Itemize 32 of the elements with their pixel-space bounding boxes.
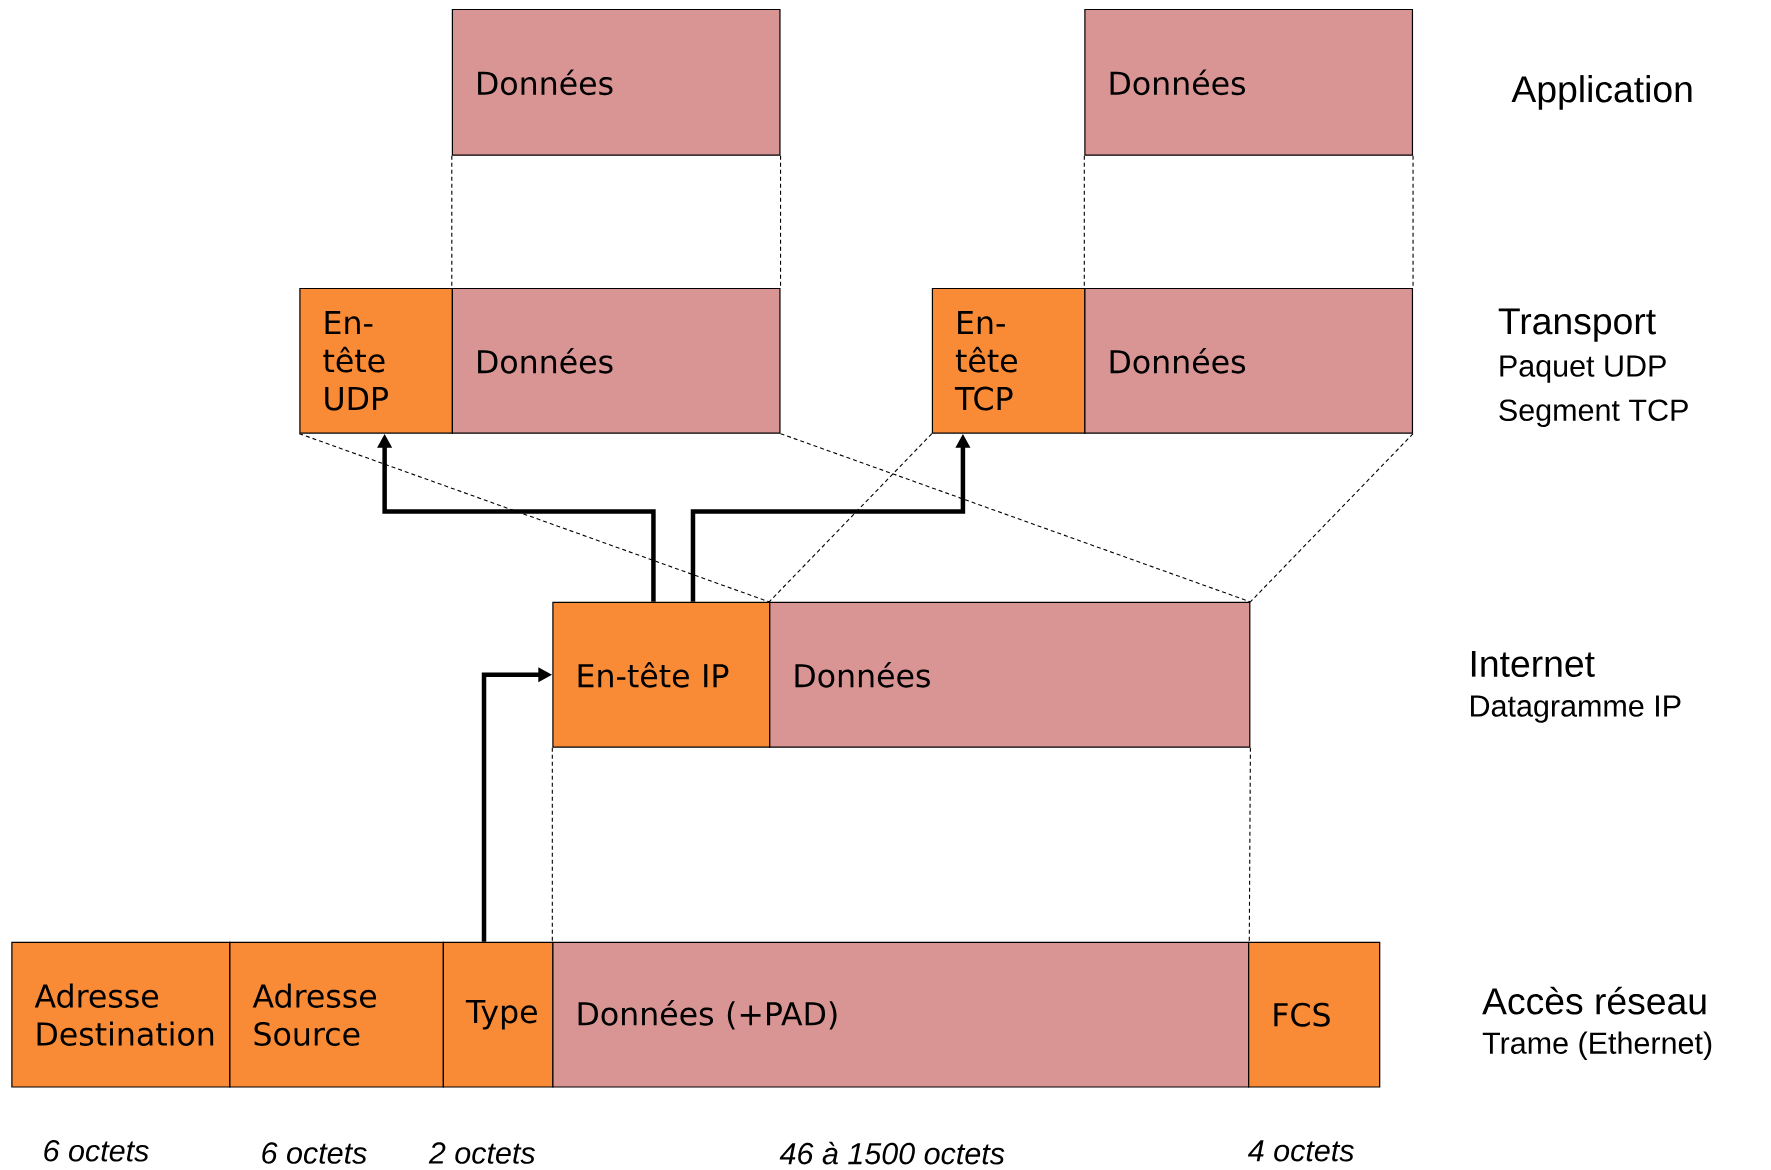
header-field-box: Adresse Destination: [11, 941, 231, 1088]
field-size-label: 4 octets: [1247, 1140, 1354, 1162]
projection-line: [780, 433, 1251, 603]
layer-subtitle: Paquet UDP: [1500, 355, 1666, 383]
layer-subtitle: Datagramme IP: [1471, 695, 1681, 723]
data-field-box: Données: [769, 601, 1251, 748]
layer-name: Transport: [1498, 308, 1656, 342]
field-size-label: 2 octets: [428, 1142, 536, 1164]
field-size-label: 46 à 1500 octets: [779, 1141, 1005, 1165]
header-field-box: En-tête TCP: [931, 287, 1086, 434]
layer-name: Application: [1511, 75, 1692, 110]
layer-subtitle: Trame (Ethernet): [1482, 1031, 1712, 1060]
data-field-box: Données (+PAD): [552, 941, 1250, 1088]
header-field-box: Adresse Source: [229, 941, 444, 1088]
header-field-box: En-tête UDP: [299, 287, 453, 434]
layer-name: Accès réseau: [1482, 986, 1706, 1015]
header-field-box: Type: [442, 941, 554, 1088]
projection-line: [1249, 433, 1414, 603]
field-size-label: 6 octets: [262, 1142, 367, 1164]
layer-name: Internet: [1471, 651, 1595, 677]
header-field-box: En-tête IP: [552, 601, 771, 748]
header-field-box: FCS: [1248, 941, 1381, 1088]
projection-line: [551, 747, 553, 943]
projection-line: [1248, 747, 1251, 943]
field-size-label: 6 octets: [44, 1140, 149, 1162]
projection-line: [298, 433, 770, 603]
layer-subtitle: Segment TCP: [1499, 399, 1688, 428]
projection-line: [768, 433, 933, 603]
data-field-box: Données: [1084, 287, 1414, 434]
data-field-box: Données: [1084, 8, 1414, 156]
data-field-box: Données: [451, 8, 781, 156]
data-field-box: Données: [451, 287, 781, 434]
